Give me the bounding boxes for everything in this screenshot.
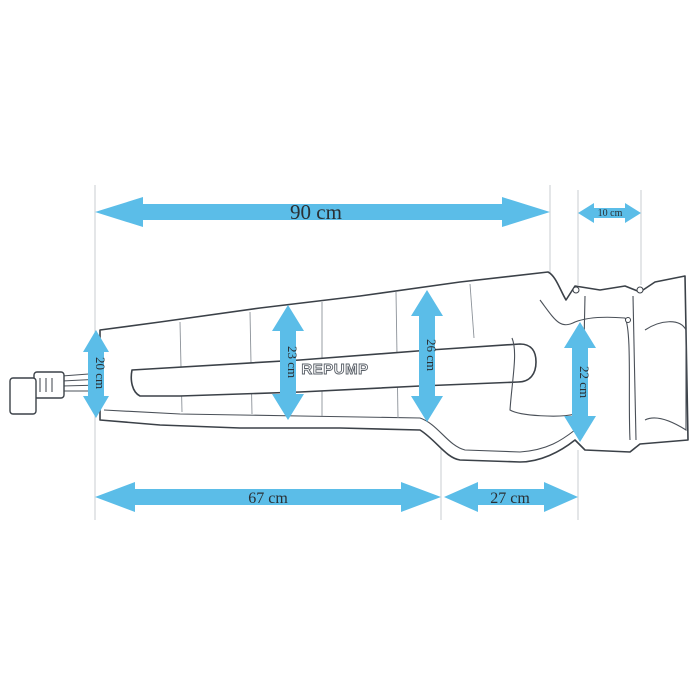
strap-buckle [572, 286, 580, 294]
dim-label-width-top: 20 cm [93, 357, 108, 389]
foot-strap-line [632, 295, 637, 441]
arrow-width-mid [272, 305, 304, 420]
dim-label-foot-length: 27 cm [490, 490, 530, 507]
dim-label-width-mid: 23 cm [285, 346, 300, 378]
arrow-width-foot [564, 322, 596, 442]
dim-label-leg-length: 67 cm [248, 490, 288, 507]
strap-buckle [636, 286, 644, 294]
leg-sleeve: REPUMP [99, 271, 689, 463]
arrow-width-wide [411, 290, 443, 422]
dim-label-width-foot: 22 cm [577, 366, 592, 398]
foot-tip-panel [644, 321, 687, 431]
arrow-leg-length [95, 482, 441, 512]
dimension-labels: 90 cm 10 cm 67 cm 27 cm 20 cm 23 cm 26 c… [93, 200, 623, 507]
foot-strap-left [539, 299, 631, 441]
brand-logo: REPUMP [301, 361, 368, 378]
dimension-arrows [83, 197, 641, 512]
arrow-width-top [83, 330, 109, 418]
arrow-foot-width [578, 203, 641, 223]
dim-label-foot-width: 10 cm [598, 208, 623, 219]
strap-buckle [625, 317, 631, 323]
connector-plug [33, 371, 65, 399]
sleeve-inner-edge [103, 409, 576, 453]
arrow-total-length [95, 197, 550, 227]
dim-label-total-length: 90 cm [290, 200, 342, 224]
dim-label-width-wide: 26 cm [424, 339, 439, 371]
arrow-foot-length [444, 482, 578, 512]
connector-head [9, 377, 37, 415]
foot-panel-edge [509, 337, 576, 417]
chamber-seam [469, 283, 475, 339]
